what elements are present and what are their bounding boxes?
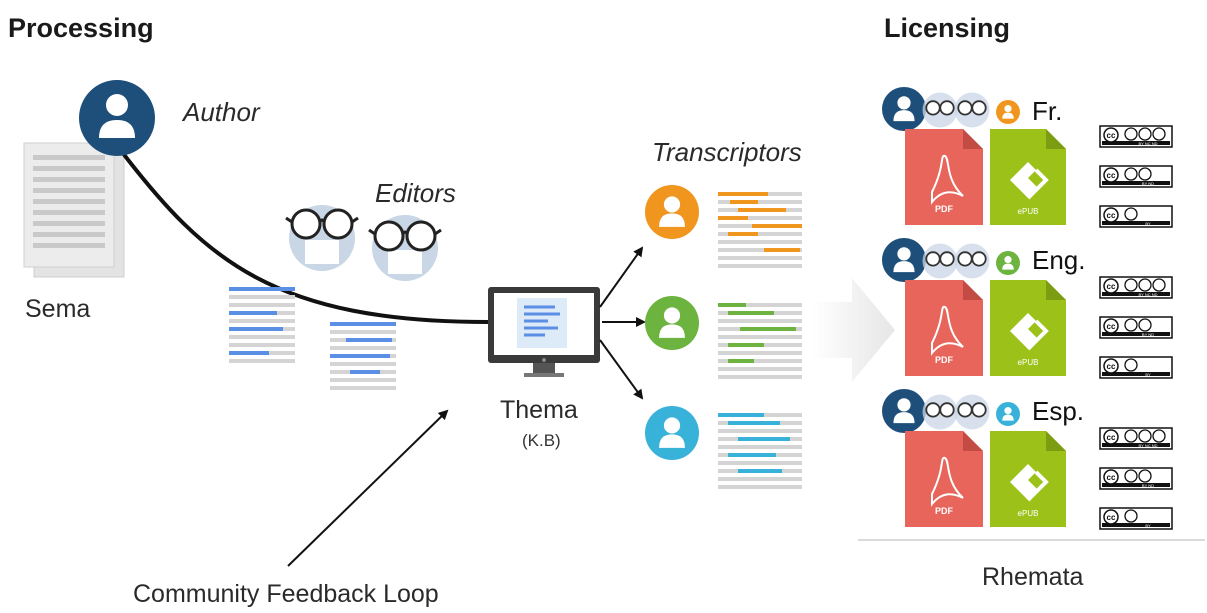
language-label-fr: Fr. (1032, 96, 1063, 126)
svg-text:cc: cc (1107, 362, 1116, 371)
cc-variant-label: BY (1145, 372, 1151, 377)
flow-arrow (812, 278, 895, 382)
cc-license-badge: cc BY ND (1099, 467, 1173, 490)
editor-glasses-icon (285, 205, 359, 271)
feedback-loop-arrow (287, 409, 449, 567)
sema-document-icon (23, 142, 125, 278)
author-to-thema-curve (120, 150, 489, 324)
pdf-file-icon: PDF (905, 431, 983, 527)
cc-license-badge: cc BY NC ND (1099, 427, 1173, 450)
cc-variant-label: BY (1145, 523, 1151, 528)
cc-variant-label: BY (1145, 221, 1151, 226)
svg-text:cc: cc (1107, 322, 1116, 331)
svg-text:cc: cc (1107, 131, 1116, 140)
language-label-eng: Eng. (1032, 245, 1086, 275)
editor-glasses-icon (954, 92, 990, 128)
transcription-document-icon (718, 413, 802, 489)
editor-glasses-icon (922, 92, 958, 128)
editor-glasses-icon (368, 215, 442, 281)
cc-variant-label: BY ND (1142, 483, 1154, 488)
transcriptor-cyan-avatar-icon (645, 406, 699, 460)
epub-file-icon: ePUB (990, 129, 1066, 225)
pdf-label: PDF (935, 355, 954, 365)
transcriptor-green-avatar-icon (645, 296, 699, 350)
cc-variant-label: BY NC ND (1138, 141, 1157, 146)
transcriptor-orange-avatar-icon (645, 185, 699, 239)
processing-heading: Processing (8, 13, 154, 43)
pdf-file-icon: PDF (905, 280, 983, 376)
thema-to-transcriptor-arrow (599, 246, 644, 308)
epub-file-icon: ePUB (990, 280, 1066, 376)
editor-glasses-icon (954, 394, 990, 430)
svg-text:cc: cc (1107, 473, 1116, 482)
svg-text:cc: cc (1107, 171, 1116, 180)
thema-to-transcriptor-arrow (599, 339, 644, 400)
author-avatar-icon (882, 389, 926, 433)
epub-label: ePUB (1018, 509, 1039, 518)
thema-monitor-icon (488, 287, 600, 377)
editor-glasses-icon (922, 394, 958, 430)
epub-label: ePUB (1018, 358, 1039, 367)
cc-variant-label: BY ND (1142, 332, 1154, 337)
cc-variant-label: BY NC ND (1138, 292, 1157, 297)
pdf-label: PDF (935, 204, 954, 214)
svg-text:cc: cc (1107, 433, 1116, 442)
author-avatar-icon (882, 238, 926, 282)
language-label-esp: Esp. (1032, 396, 1085, 426)
transcription-document-icon (718, 303, 802, 379)
cc-license-badge: cc BY NC ND (1099, 125, 1173, 148)
svg-text:cc: cc (1107, 513, 1116, 522)
author-avatar-icon (882, 87, 926, 131)
translator-avatar-icon (996, 402, 1020, 426)
svg-text:cc: cc (1107, 282, 1116, 291)
svg-text:cc: cc (1107, 211, 1116, 220)
transcription-document-icon (718, 192, 802, 268)
pdf-file-icon: PDF (905, 129, 983, 225)
author-label: Author (183, 97, 260, 127)
editor-glasses-icon (922, 243, 958, 279)
editor-glasses-icon (954, 243, 990, 279)
rhemata-label: Rhemata (982, 563, 1084, 591)
cc-license-badge: cc BY ND (1099, 165, 1173, 188)
cc-license-badge: cc BY NC ND (1099, 276, 1173, 299)
epub-file-icon: ePUB (990, 431, 1066, 527)
cc-license-badge: cc BY ND (1099, 316, 1173, 339)
epub-label: ePUB (1018, 207, 1039, 216)
translator-avatar-icon (996, 100, 1020, 124)
cc-variant-label: BY NC ND (1138, 443, 1157, 448)
author-avatar-icon (79, 80, 155, 156)
feedback-loop-label: Community Feedback Loop (133, 580, 439, 608)
licensing-heading: Licensing (884, 13, 1011, 43)
transcriptors-label: Transcriptors (652, 137, 802, 167)
thema-label: Thema (500, 396, 578, 424)
editor-document-icon (229, 287, 396, 390)
editors-label: Editors (375, 178, 456, 208)
cc-variant-label: BY ND (1142, 181, 1154, 186)
translator-avatar-icon (996, 251, 1020, 275)
sema-label: Sema (25, 295, 91, 323)
thema-sub-label: (K.B) (522, 431, 561, 450)
pdf-label: PDF (935, 506, 954, 516)
